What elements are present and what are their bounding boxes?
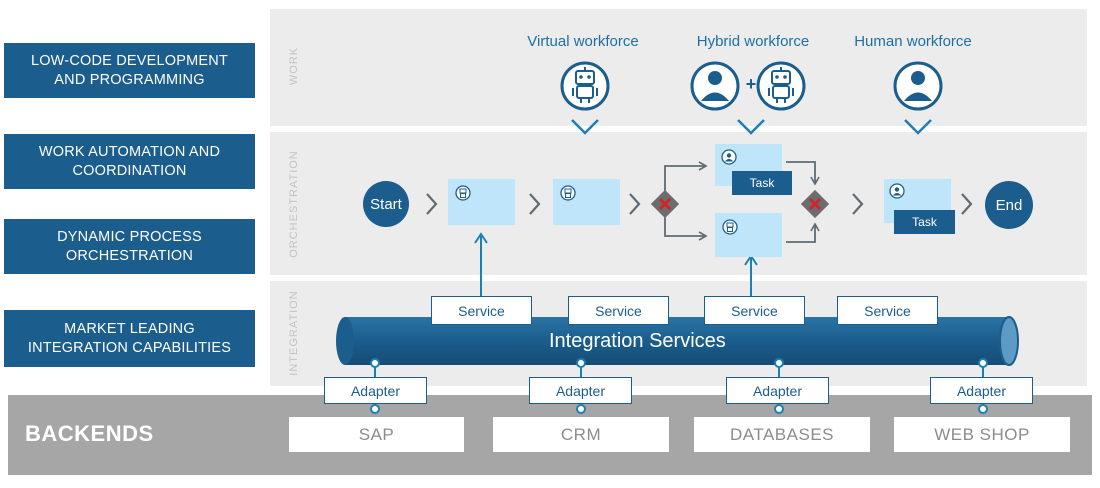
capability-dynamic-process-line2: ORCHESTRATION (65, 247, 194, 264)
robot-task-3[interactable] (715, 213, 782, 257)
capability-work-automation: WORK AUTOMATION AND COORDINATION (4, 134, 255, 189)
adapter-box-4[interactable]: Adapter (930, 377, 1033, 404)
robot-task-2[interactable] (553, 179, 620, 225)
robot-icon (560, 61, 610, 111)
robot-task-1[interactable] (448, 179, 515, 225)
human-workforce-label: Human workforce (854, 33, 972, 50)
chevron-down-icon (571, 119, 599, 135)
person-icon (893, 61, 943, 111)
capability-low-code-line2: AND PROGRAMMING (54, 71, 205, 88)
person-icon (889, 183, 905, 199)
task-label: Task (894, 210, 955, 234)
robot-icon (722, 219, 738, 235)
chevron-right-icon (961, 193, 973, 215)
end-event[interactable]: End (985, 181, 1033, 229)
plus-sign: + (745, 74, 757, 94)
service-box-1[interactable]: Service (431, 296, 532, 325)
adapter-box-3[interactable]: Adapter (726, 377, 829, 404)
chevron-right-icon (629, 193, 641, 215)
backend-crm: CRM (493, 417, 669, 452)
chevron-right-icon (529, 193, 541, 215)
arrow-icon (744, 254, 758, 297)
service-box-4[interactable]: Service (837, 296, 938, 325)
capability-low-code: LOW-CODE DEVELOPMENT AND PROGRAMMING (4, 43, 255, 98)
virtual-workforce-label: Virtual workforce (527, 33, 639, 50)
work-lane (270, 9, 1087, 126)
backend-databases: DATABASES (694, 417, 870, 452)
capability-dynamic-process-line1: DYNAMIC PROCESS (57, 228, 202, 245)
merge-connector (786, 161, 820, 243)
person-icon (690, 61, 740, 111)
adapter-box-2[interactable]: Adapter (529, 377, 632, 404)
backend-web-shop: WEB SHOP (894, 417, 1070, 452)
chevron-right-icon (852, 193, 864, 215)
backend-sap: SAP (289, 417, 464, 452)
hybrid-workforce-label: Hybrid workforce (696, 33, 810, 50)
robot-icon (455, 185, 471, 201)
chevron-right-icon (426, 193, 438, 215)
chevron-down-icon (737, 119, 765, 135)
capability-integration-line1: MARKET LEADING (64, 320, 195, 337)
robot-icon (560, 185, 576, 201)
service-box-2[interactable]: Service (568, 296, 669, 325)
robot-icon (756, 61, 806, 111)
adapter-connector (370, 358, 988, 414)
gateway-icon (800, 189, 830, 219)
capability-work-automation-line2: COORDINATION (72, 162, 187, 179)
capability-low-code-line1: LOW-CODE DEVELOPMENT (30, 52, 229, 69)
integration-services-label: Integration Services (549, 330, 726, 352)
capability-integration-line2: INTEGRATION CAPABILITIES (27, 339, 232, 356)
start-event[interactable]: Start (363, 181, 409, 227)
gateway-icon (650, 189, 680, 219)
person-icon (721, 149, 737, 165)
service-box-3[interactable]: Service (704, 296, 805, 325)
capability-integration: MARKET LEADING INTEGRATION CAPABILITIES (4, 310, 255, 367)
arrow-icon (474, 232, 488, 297)
integration-pipe (336, 316, 1019, 366)
chevron-down-icon (904, 119, 932, 135)
capability-work-automation-line1: WORK AUTOMATION AND (38, 143, 221, 160)
task-label: Task (732, 171, 792, 195)
split-connector (664, 161, 708, 241)
capability-dynamic-process: DYNAMIC PROCESS ORCHESTRATION (4, 219, 255, 274)
backends-title: BACKENDS (25, 421, 154, 446)
adapter-box-1[interactable]: Adapter (324, 377, 427, 404)
